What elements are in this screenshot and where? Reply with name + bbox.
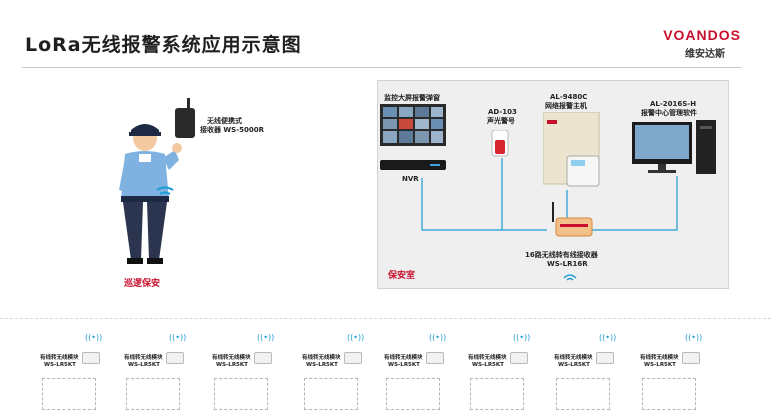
sensor-device xyxy=(556,378,610,410)
receiver-label-2: WS-LR16R xyxy=(547,260,588,269)
wifi-icon: ((•)) xyxy=(85,333,102,342)
sensor-device xyxy=(642,378,696,410)
module-label-1: 有线转无线模块 xyxy=(302,355,341,362)
wireless-module-icon xyxy=(166,352,184,364)
module-label-2: WS-LR5KT xyxy=(44,362,76,369)
module-label-1: 有线转无线模块 xyxy=(40,355,79,362)
title-divider xyxy=(22,67,742,68)
wifi-icon: ((•)) xyxy=(347,333,364,342)
module-label-1: 有线转无线模块 xyxy=(554,355,593,362)
wifi-icon: ((•)) xyxy=(429,333,446,342)
module-label-2: WS-LR5KT xyxy=(558,362,590,369)
wifi-icon: ((•)) xyxy=(599,333,616,342)
module-label-2: WS-LR5KT xyxy=(472,362,504,369)
brand-logo: VOANDOS xyxy=(663,27,741,43)
module-label-1: 有线转无线模块 xyxy=(468,355,507,362)
sensor-device xyxy=(126,378,180,410)
wireless-module-icon xyxy=(596,352,614,364)
module-label-1: 有线转无线模块 xyxy=(384,355,423,362)
handheld-label-1: 无线便携式 xyxy=(207,117,242,126)
handheld-label-2: 接收器 WS-5000R xyxy=(200,126,264,135)
wifi-icon: ((•)) xyxy=(513,333,530,342)
page-title: LoRa无线报警系统应用示意图 xyxy=(25,30,302,57)
wireless-module-icon xyxy=(682,352,700,364)
module-label-2: WS-LR5KT xyxy=(216,362,248,369)
wifi-icon xyxy=(563,271,577,281)
wireless-module-icon xyxy=(344,352,362,364)
wireless-module-icon xyxy=(510,352,528,364)
receiver-label-1: 16路无线转有线接收器 xyxy=(525,251,598,260)
guard-caption: 巡逻保安 xyxy=(124,276,160,289)
module-label-2: WS-LR5KT xyxy=(306,362,338,369)
sensor-device xyxy=(214,378,268,410)
wireless-receiver-icon xyxy=(548,200,598,240)
wifi-icon: ((•)) xyxy=(169,333,186,342)
wireless-module-icon xyxy=(426,352,444,364)
module-label-2: WS-LR5KT xyxy=(644,362,676,369)
sensor-device xyxy=(42,378,96,410)
handheld-receiver-icon xyxy=(175,108,195,138)
sensor-device xyxy=(470,378,524,410)
module-label-1: 有线转无线模块 xyxy=(212,355,251,362)
wifi-icon: ((•)) xyxy=(257,333,274,342)
wireless-module-icon xyxy=(254,352,272,364)
wifi-icon: ((•)) xyxy=(685,333,702,342)
module-label-1: 有线转无线模块 xyxy=(124,355,163,362)
brand-subtitle: 维安达斯 xyxy=(685,45,725,60)
sensor-device xyxy=(386,378,440,410)
module-label-2: WS-LR5KT xyxy=(388,362,420,369)
section-divider xyxy=(0,318,771,320)
module-label-1: 有线转无线模块 xyxy=(640,355,679,362)
guard-illustration xyxy=(95,90,215,270)
sensor-device xyxy=(304,378,358,410)
wireless-module-icon xyxy=(82,352,100,364)
module-label-2: WS-LR5KT xyxy=(128,362,160,369)
